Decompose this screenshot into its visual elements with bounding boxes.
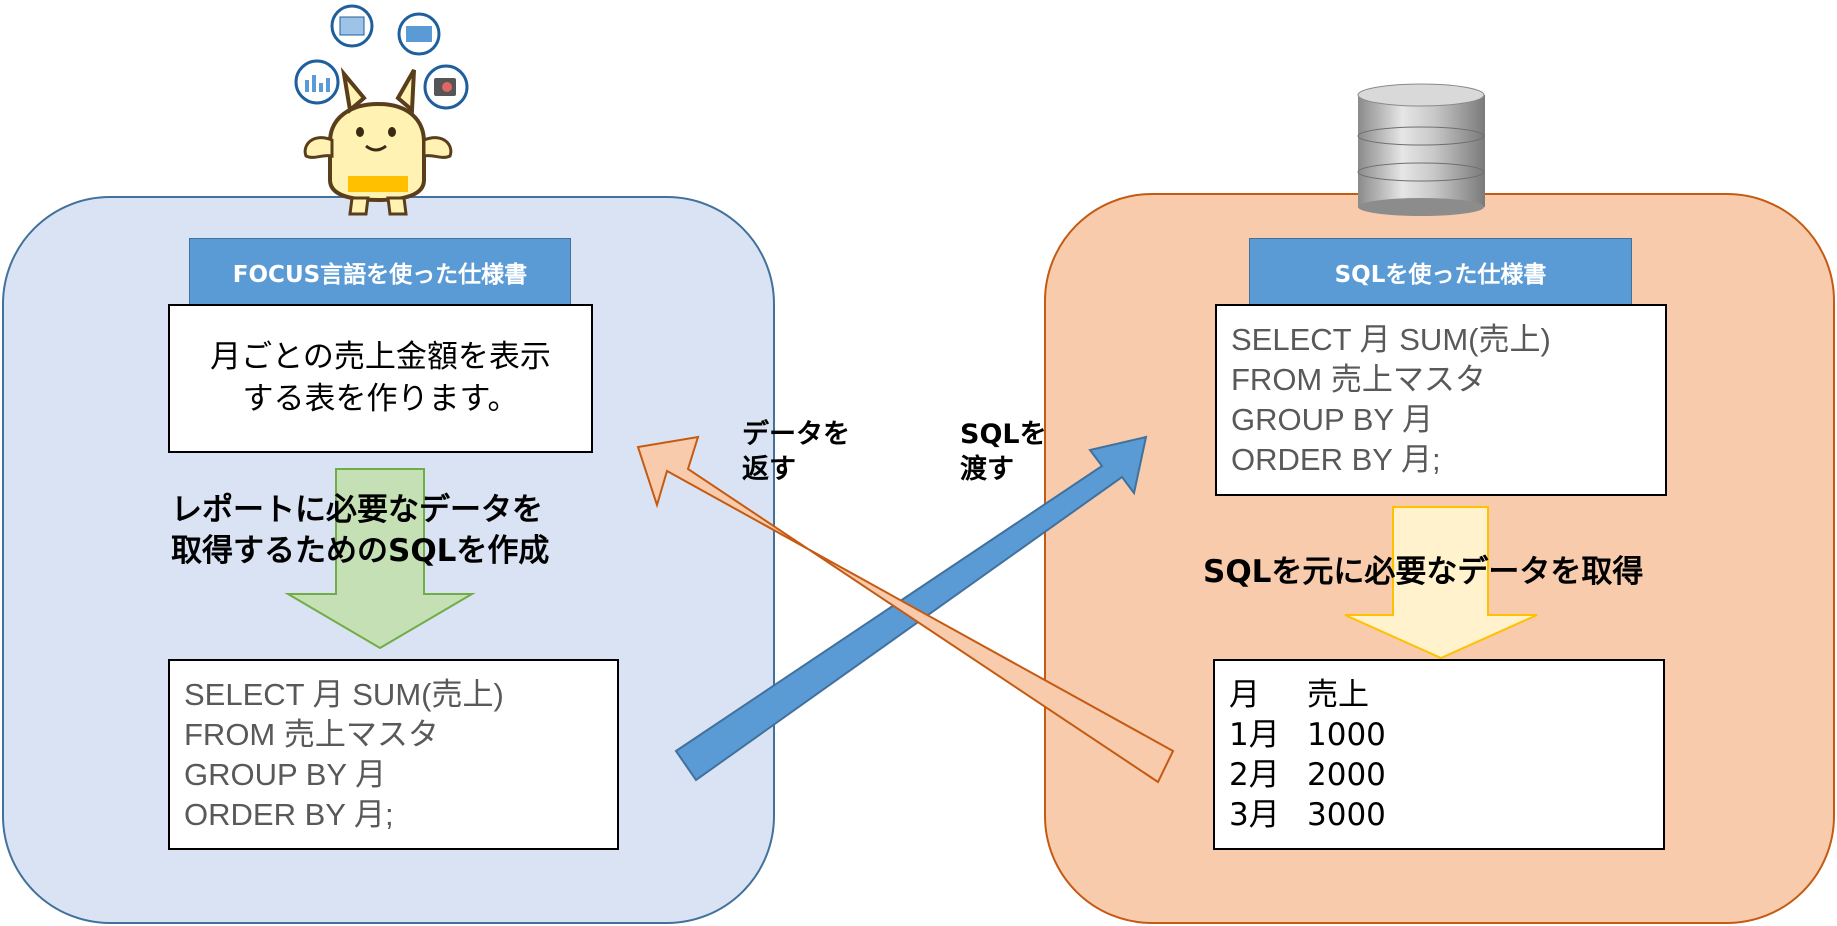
received-sql-box: SELECT 月 SUM(売上) FROM 売上マスタ GROUP BY 月 O…	[1215, 304, 1667, 496]
create-sql-label: レポートに必要なデータを 取得するためのSQLを作成	[171, 490, 549, 572]
column-header-sales: 売上	[1307, 677, 1369, 713]
cell-sales: 1000	[1307, 717, 1386, 753]
spec-line-2: する表を作ります。	[242, 381, 519, 417]
send-sql-label-line-2: 渡す	[960, 454, 1014, 485]
result-row: 1月 1000	[1229, 715, 1386, 755]
return-data-label: データを 返す	[742, 417, 850, 487]
cell-month: 1月	[1229, 717, 1280, 753]
sql-line: SELECT 月 SUM(売上)	[1231, 322, 1551, 357]
sql-line: FROM 売上マスタ	[1231, 362, 1486, 397]
column-header-month: 月	[1229, 677, 1260, 713]
sql-line: ORDER BY 月;	[1231, 442, 1441, 477]
fetch-data-label: SQLを元に必要なデータを取得	[1203, 554, 1644, 590]
result-row: 2月 2000	[1229, 755, 1386, 795]
return-data-label-line-2: 返す	[742, 454, 796, 485]
yellow-down-arrow	[1344, 506, 1538, 660]
result-row: 3月 3000	[1229, 795, 1386, 835]
sql-spec-header: SQLを使った仕様書	[1249, 238, 1632, 305]
sql-line: FROM 売上マスタ	[184, 717, 439, 752]
mascot-juggling-icon	[294, 4, 469, 216]
send-sql-label: SQLを 渡す	[960, 417, 1047, 487]
spec-line-1: 月ごとの売上金額を表示	[210, 339, 551, 375]
green-down-arrow	[284, 468, 476, 650]
database-icon	[1357, 83, 1485, 216]
create-sql-label-line-2: 取得するためのSQLを作成	[171, 533, 550, 569]
send-sql-label-line-1: SQLを	[960, 419, 1047, 450]
cell-month: 2月	[1229, 757, 1280, 793]
result-table-box: 月 売上 1月 1000 2月 2000 3月 3000	[1213, 659, 1665, 850]
cell-sales: 3000	[1307, 797, 1386, 833]
return-data-label-line-1: データを	[742, 419, 850, 450]
sql-line: ORDER BY 月;	[184, 797, 394, 832]
focus-spec-box: 月ごとの売上金額を表示 する表を作ります。	[168, 304, 593, 453]
create-sql-label-line-1: レポートに必要なデータを	[171, 492, 543, 528]
cell-sales: 2000	[1307, 757, 1386, 793]
sql-line: GROUP BY 月	[184, 757, 387, 792]
focus-spec-header: FOCUS言語を使った仕様書	[189, 238, 571, 305]
return-data-arrow	[636, 435, 1175, 784]
cell-month: 3月	[1229, 797, 1280, 833]
result-header-row: 月 売上	[1229, 675, 1386, 715]
sql-line: GROUP BY 月	[1231, 402, 1434, 437]
sql-line: SELECT 月 SUM(売上)	[184, 677, 504, 712]
generated-sql-box: SELECT 月 SUM(売上) FROM 売上マスタ GROUP BY 月 O…	[168, 659, 619, 850]
